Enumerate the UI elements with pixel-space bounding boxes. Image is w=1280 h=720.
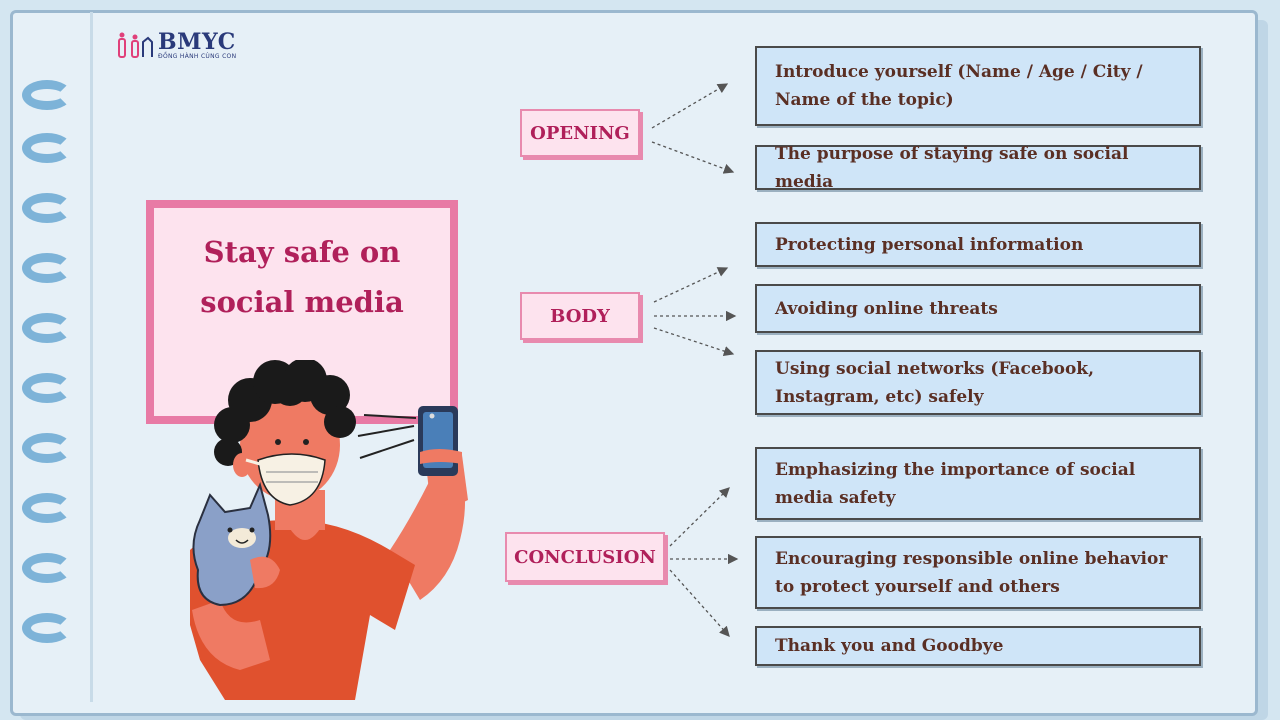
person-selfie-illustration-icon bbox=[180, 360, 480, 700]
item-box: Thank you and Goodbye bbox=[755, 626, 1201, 666]
item-box: Encouraging responsible online behavior … bbox=[755, 536, 1201, 609]
item-box: The purpose of staying safe on social me… bbox=[755, 145, 1201, 190]
item-box: Introduce yourself (Name / Age / City / … bbox=[755, 46, 1201, 126]
item-box: Protecting personal information bbox=[755, 222, 1201, 267]
item-box: Avoiding online threats bbox=[755, 284, 1201, 333]
section-label-body: BODY bbox=[520, 292, 640, 340]
section-label-conclusion: CONCLUSION bbox=[505, 532, 665, 582]
item-box: Using social networks (Facebook, Instagr… bbox=[755, 350, 1201, 415]
section-label-opening: OPENING bbox=[520, 109, 640, 157]
item-box: Emphasizing the importance of social med… bbox=[755, 447, 1201, 520]
